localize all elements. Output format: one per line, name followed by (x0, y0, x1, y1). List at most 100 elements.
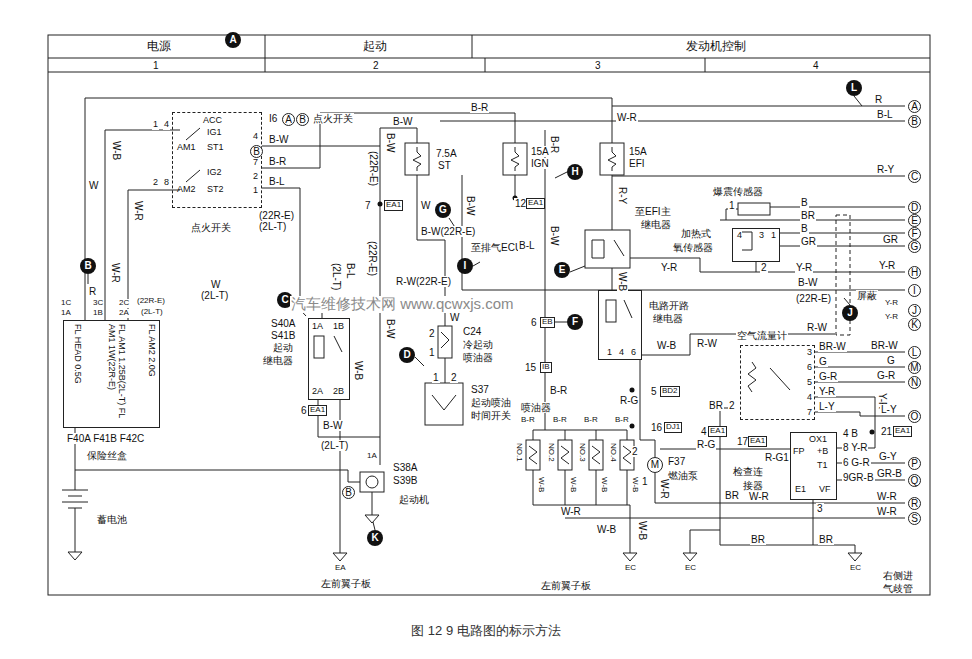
column-tick (705, 58, 706, 72)
terminal-name: OX1 (809, 435, 827, 445)
callout-text: F (572, 317, 578, 327)
wire-label: 8 (163, 178, 170, 188)
terminal-letter: O (908, 410, 921, 423)
callout-letter: G (435, 202, 451, 218)
component-name: 检查连 (732, 466, 764, 477)
wire-label: 3 (594, 60, 602, 71)
terminal-letter: J (908, 304, 921, 317)
oxygen-sensor: 431 (732, 228, 780, 262)
wire-label: 4 B (842, 428, 859, 439)
component-name: 空气流量计 (736, 330, 788, 341)
wire-label: (22R-E) (368, 150, 379, 187)
fuse-element (511, 147, 519, 171)
wire-label: R-W (806, 322, 828, 333)
connector-code: BD2 (660, 386, 680, 397)
wire-label: R-W(22R-E) (395, 276, 452, 287)
component-name: 至EFI主 (634, 206, 672, 217)
wire-label: 4 (812, 60, 820, 71)
wire-label: G-R (818, 371, 838, 382)
wire-label: 4 (700, 426, 708, 437)
wire (565, 430, 566, 440)
wire-label: 21 (880, 426, 893, 437)
wire-label: 4 (252, 132, 259, 142)
knock-sensor (738, 203, 770, 215)
terminal-name: 3 (807, 348, 812, 358)
wire-label: 4 (163, 120, 170, 130)
wire-label: W-R (659, 478, 670, 500)
relay-contact (334, 336, 342, 352)
connector-code: EA1 (308, 405, 327, 416)
check-connector: OX1FP+BT1E1VF (790, 432, 837, 500)
wire-label: 16 (650, 422, 663, 433)
wire (462, 175, 905, 290)
wire-label: 7 (364, 200, 372, 211)
callout-letter: J (842, 305, 858, 321)
fuse-element (608, 147, 616, 171)
wire-label: B-W (385, 318, 396, 339)
wire-label: 2 (372, 60, 380, 71)
wire-connector (640, 360, 655, 457)
terminal-letter: L (908, 346, 921, 359)
ground-symbol (683, 553, 697, 561)
terminal-letter: F (908, 227, 921, 240)
wire-label: B-W (465, 195, 476, 216)
callout-text: E (559, 265, 566, 275)
heater-element (742, 232, 752, 250)
wire-label: W-R (876, 506, 898, 517)
column-tick (265, 58, 266, 72)
component-name: 接器 (742, 480, 764, 491)
wire-label: 2 (760, 262, 768, 273)
terminal-name: ST2 (207, 185, 224, 195)
efi-main-relay (585, 230, 630, 268)
fuse-rating: FL AM2 2.0G (146, 324, 156, 428)
wire-label: W-B (599, 476, 608, 493)
wire-label: 2A (118, 309, 130, 318)
wire (75, 470, 360, 482)
connector-code: EA1 (526, 198, 545, 209)
component-name: 起动 (272, 342, 294, 353)
wire-label: 2 (728, 400, 736, 411)
wire-label: I6 (268, 113, 278, 124)
component-name: 加热式 (680, 228, 712, 239)
wire-label: NO.2 (546, 442, 555, 463)
wire-label: 6 (300, 405, 308, 416)
terminal-letter: B (250, 145, 263, 158)
wire-label: NO.4 (608, 442, 617, 463)
starter-armature (366, 476, 378, 488)
battery-lead (75, 488, 76, 490)
wire (720, 408, 855, 553)
header-line (48, 58, 930, 59)
wire-label: (2L-T) (331, 262, 342, 291)
wire-label: B-R (520, 416, 536, 425)
terminal-name: 4 (807, 393, 812, 403)
terminal-letter: Q (908, 474, 921, 487)
component-name: 燃油泵 (667, 470, 699, 481)
connector-code: EA1 (384, 200, 403, 211)
callout-letter: A (225, 32, 241, 48)
wire-label: EFI (628, 158, 646, 169)
terminal-name: 3 (759, 231, 764, 241)
wire-label: (22R-E) (136, 297, 166, 306)
wire (780, 246, 905, 247)
terminal-letter: G (908, 240, 921, 253)
wire (690, 530, 691, 553)
wire-label: B (800, 223, 809, 234)
wire-label: (22R-E) (367, 240, 378, 277)
wire-label: G-R (876, 370, 896, 381)
wire-label: W-B (111, 140, 122, 161)
connector-code: EA1 (708, 426, 727, 437)
wire-label: R (874, 94, 883, 105)
wire-label: GR-B (876, 468, 903, 479)
component-name: 爆震传感器 (712, 186, 764, 197)
wire-label: B-L (268, 176, 286, 187)
wire-label: 3 (816, 503, 824, 514)
wire-label: F37 (667, 456, 686, 467)
starter-motor (360, 472, 384, 492)
ground-symbol (848, 553, 862, 561)
wire-label: 1C (60, 299, 72, 308)
wire-label: BR-W (818, 341, 847, 352)
wire-label: S37 (470, 384, 490, 395)
injector-coil (623, 446, 631, 464)
wire (612, 106, 905, 107)
